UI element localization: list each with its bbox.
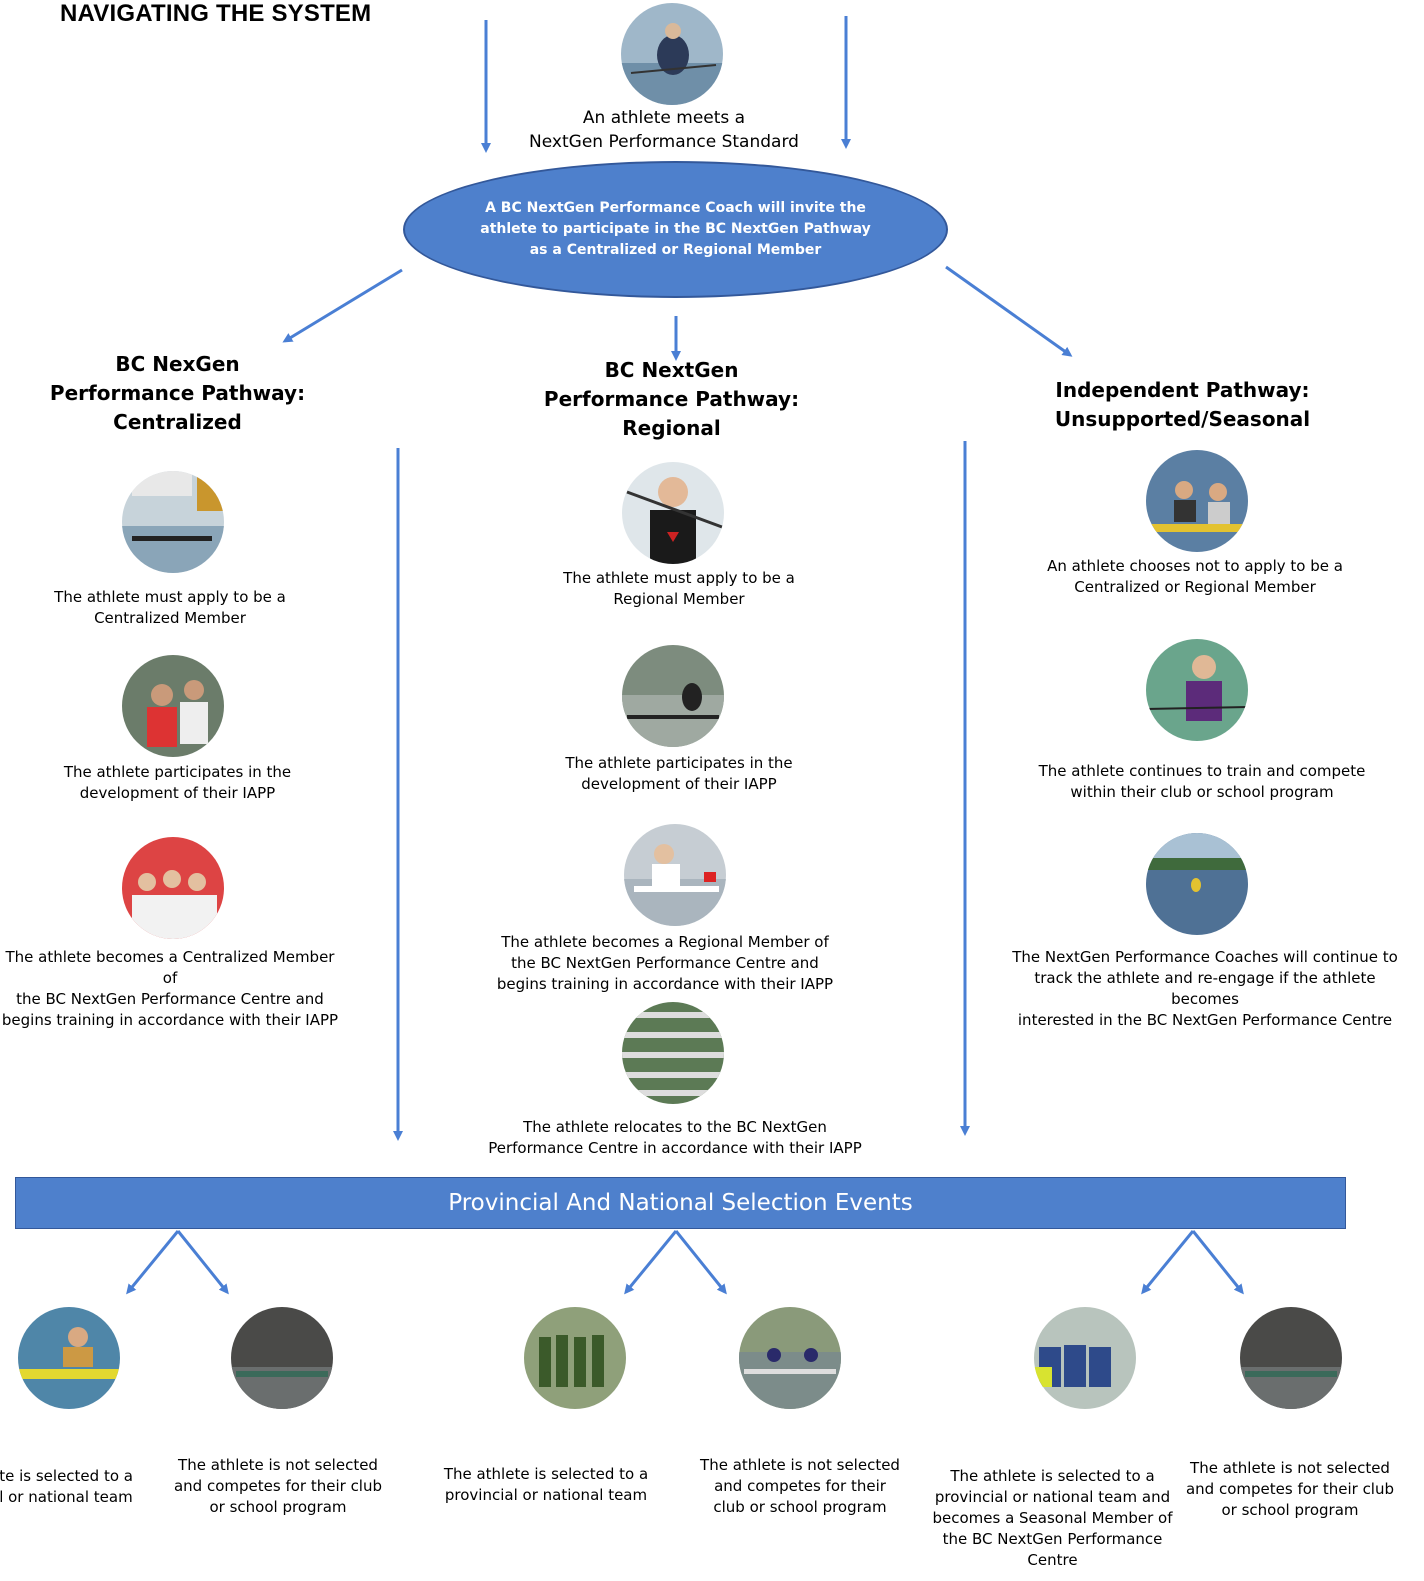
selection-events-banner: Provincial And National Selection Events [15,1177,1346,1229]
rowing-photo-icon [1240,1307,1342,1409]
branch-1-left [126,1230,180,1295]
heading-independent: Independent Pathway: Unsupported/Seasona… [1054,378,1311,431]
branch-3-left [1141,1230,1195,1295]
arrow-to-independent [945,265,1073,357]
outcome-photo-1 [18,1307,120,1409]
outcome-photo-6 [1240,1307,1342,1409]
centralized-step-2: The athlete participates in the developm… [63,763,292,802]
rowing-photo-icon [622,1002,724,1104]
heading-centralized: BC NexGen Performance Pathway: Centraliz… [49,352,306,434]
arrow-to-centralized [282,268,403,343]
outcome-photo-2 [231,1307,333,1409]
regional-step-3: The athlete becomes a Regional Member of… [496,933,834,993]
rowing-photo-icon [1034,1307,1136,1409]
regional-step-2: The athlete participates in the developm… [565,754,793,793]
centralized-photo-1 [122,471,224,573]
independent-step-3: The NextGen Performance Coaches will con… [1012,948,1398,1029]
rowing-photo-icon [621,3,723,105]
rowing-photo-icon [622,462,724,564]
centralized-photo-3 [122,837,224,939]
athlete-photo-top [621,3,723,105]
independent-photo-2 [1146,639,1248,741]
rowing-photo-icon [622,645,724,747]
regional-photo-4 [622,1002,724,1104]
outcome-photo-4 [739,1307,841,1409]
page-title: NAVIGATING THE SYSTEM [60,0,372,27]
invite-ellipse: A BC NextGen Performance Coach will invi… [403,161,948,298]
branch-2-right [674,1230,727,1295]
rowing-photo-icon [1146,450,1248,552]
regional-step-1: The athlete must apply to be a Regional … [563,569,795,608]
outcome-caption-4: The athlete is not selected and competes… [700,1456,900,1516]
outcome-caption-6: The athlete is not selected and competes… [1185,1459,1395,1519]
outcome-caption-3: The athlete is selected to a provincial … [443,1465,649,1504]
independent-step-2: The athlete continues to train and compe… [1038,762,1366,801]
rowing-photo-icon [18,1307,120,1409]
regional-photo-3 [624,824,726,926]
branch-1-right [176,1230,229,1295]
outcome-photo-3 [524,1307,626,1409]
rowing-photo-icon [1146,833,1248,935]
centralized-step-3: The athlete becomes a Centralized Member… [1,948,339,1029]
heading-regional: BC NextGen Performance Pathway: Regional [543,358,800,440]
branch-2-left [624,1230,678,1295]
top-caption: An athlete meets a NextGen Performance S… [529,108,799,152]
regional-photo-1 [622,462,724,564]
independent-photo-1 [1146,450,1248,552]
rowing-photo-icon [231,1307,333,1409]
regional-step-4: The athlete relocates to the BC NextGen … [488,1118,862,1157]
outcome-photo-5 [1034,1307,1136,1409]
rowing-photo-icon [122,837,224,939]
rowing-photo-icon [524,1307,626,1409]
rowing-photo-icon [122,655,224,757]
outcome-caption-1: ete is selected to a al or national team [0,1467,133,1506]
outcome-caption-2: The athlete is not selected and competes… [173,1456,383,1516]
invite-text: A BC NextGen Performance Coach will invi… [480,200,871,258]
centralized-photo-2 [122,655,224,757]
regional-photo-2 [622,645,724,747]
independent-photo-3 [1146,833,1248,935]
rowing-photo-icon [1146,639,1248,741]
independent-step-1: An athlete chooses not to apply to be a … [1047,557,1343,596]
rowing-photo-icon [122,471,224,573]
rowing-photo-icon [739,1307,841,1409]
branch-3-right [1191,1230,1244,1295]
outcome-caption-5: The athlete is selected to a provincial … [932,1467,1173,1569]
centralized-step-1: The athlete must apply to be a Centraliz… [54,588,286,627]
rowing-photo-icon [624,824,726,926]
